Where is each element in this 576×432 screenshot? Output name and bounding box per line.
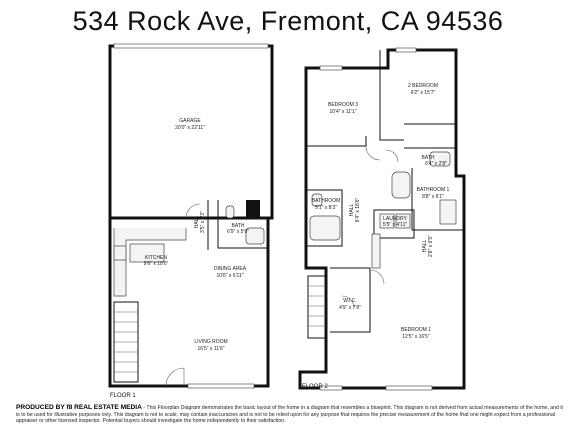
kitchen-sink (113, 245, 127, 261)
f2-hall-dims: 9'4" x 18'6" (355, 197, 361, 222)
washer-fixture (379, 213, 395, 229)
f2-small-hall-dims: 2'8" x 6'5" (428, 235, 434, 257)
bedroom1-window-b (385, 385, 433, 391)
bedroom2-door-swing (385, 149, 399, 163)
sink-fixture (245, 227, 265, 245)
bedroom1-label: BEDROOM 1 (401, 327, 431, 333)
bathroom-label: BATHROOM (312, 198, 341, 204)
bathroom1-label: BATHROOM 1 (417, 187, 450, 193)
floor2-label: FLOOR 2 (302, 384, 328, 390)
floor1-label: FLOOR 1 (110, 393, 136, 399)
toilet-fixture (225, 205, 235, 219)
bedroom-divider (379, 50, 404, 141)
entry-door-swing (165, 367, 185, 387)
disclaimer-footer: PRODUCED BY f8 REAL ESTATE MEDIA - This … (16, 404, 564, 425)
laundry-walls (373, 209, 415, 239)
bathtub1-fixture (391, 171, 411, 199)
floor1-bath-label: BATH (232, 223, 245, 229)
wic-wall (330, 267, 371, 333)
floor2-stairs (307, 275, 327, 339)
sink2-fixture (429, 151, 451, 167)
laundry-label: LAUNDRY (383, 216, 407, 222)
structural-column (246, 200, 260, 218)
property-address-title: 534 Rock Ave, Fremont, CA 94536 (72, 6, 504, 36)
floor2-walls (298, 48, 466, 390)
dining-dims: 10'6" x 6'11" (216, 273, 243, 279)
kitchen-island (129, 243, 165, 263)
garage-label: GARAGE (179, 118, 201, 124)
bedroom3-window (319, 65, 343, 71)
f2-bath-dims: 6'4" x 2'8" (425, 161, 447, 167)
sliding-door (187, 383, 255, 389)
bathroom-dims: 5'1" x 8'3" (315, 205, 337, 211)
kitchen-counter (113, 228, 187, 297)
floor1-stairs (113, 301, 139, 383)
wic-label: W.I.C. (343, 298, 357, 304)
dining-label: DINING AREA (214, 266, 247, 272)
bedroom2-label: 2 BEDROOM (408, 83, 438, 89)
f2-small-hall-label: HALL (422, 240, 428, 253)
f2-bath-label: BATH (422, 155, 435, 161)
hall-door-swing (185, 203, 201, 219)
bedroom3-dims: 10'4" x 11'1" (329, 109, 356, 115)
producer-credit: PRODUCED BY f8 REAL ESTATE MEDIA (16, 404, 142, 411)
garage-dims: 20'0" x 22'11" (175, 125, 205, 131)
vanity-fixture (439, 199, 457, 225)
bathroom1-dims: 8'8" x 6'1" (422, 194, 444, 200)
floor2-plan (298, 47, 466, 391)
floor1-hall-dims: 3'5" x 6'3" (200, 211, 206, 233)
bath-wall (217, 200, 268, 249)
bedroom1-dims: 12'5" x 16'5" (402, 334, 430, 340)
kitchen-dims: 9'6" x 10'0" (144, 261, 169, 267)
bedroom3-door-swing (365, 145, 381, 161)
bedroom2-window (395, 47, 417, 53)
disclaimer-text: - This Floorplan Diagram demonstrates th… (16, 405, 563, 425)
bathroom-wall (306, 189, 343, 247)
garage-walls (108, 44, 274, 220)
toilet2-fixture (311, 193, 323, 207)
dryer-fixture (395, 213, 411, 229)
laundry-dims: 5'5" x 4'11" (383, 222, 407, 228)
bedroom1-door-swing (369, 269, 385, 285)
bedroom3-label: BEDROOM 3 (328, 102, 358, 108)
wic-door-swing (341, 295, 355, 309)
bedroom2-dims: 9'2" x 15'7" (411, 90, 436, 96)
garage-door (113, 43, 269, 49)
kitchen-label: KITCHEN (145, 255, 167, 261)
bedroom3-wall (306, 136, 367, 147)
f2-hall-label: HALL (349, 204, 355, 217)
living-label: LIVING ROOM (194, 339, 227, 345)
hall-closet (371, 233, 381, 269)
floor1-hall-label: HALL (194, 216, 200, 229)
bedroom1-window-a (319, 385, 343, 391)
floor1-bath-dims: 6'9" x 5'9" (227, 229, 249, 235)
living-dims: 16'5" x 11'6" (197, 346, 224, 352)
wic-dims: 4'9" x 7'8" (339, 305, 361, 311)
bathroom1-wall (411, 168, 464, 231)
bath-divider (404, 147, 457, 172)
bathtub-fixture (309, 215, 341, 241)
floor1-plan (108, 43, 274, 389)
